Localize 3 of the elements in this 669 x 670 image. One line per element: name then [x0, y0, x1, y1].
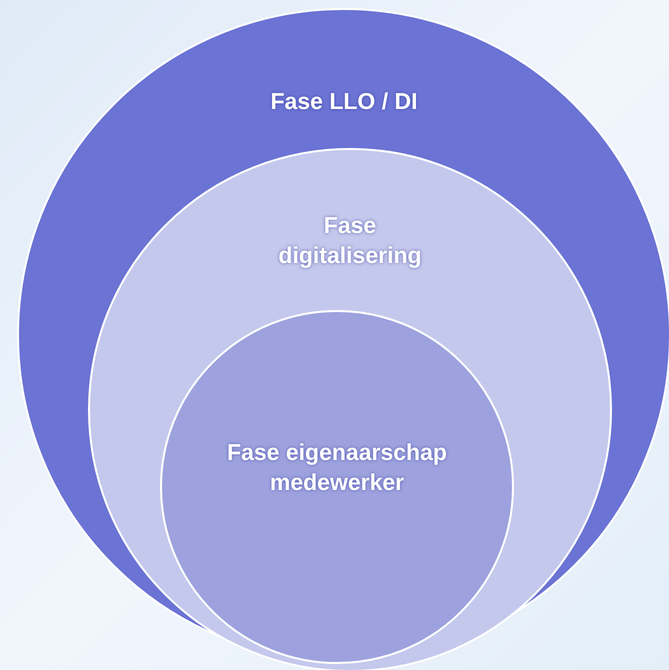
phase-label: Fase LLO / DI [270, 87, 418, 116]
phase-label: Fase eigenaarschap medewerker [226, 438, 448, 497]
phase-label: Fase digitalisering [277, 211, 423, 270]
